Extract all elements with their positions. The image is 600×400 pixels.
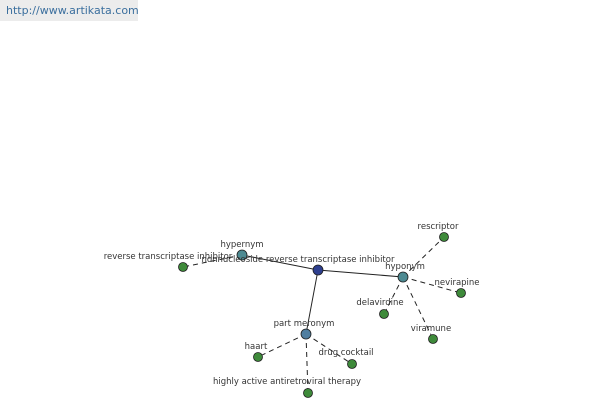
edge-hyponym-nevirapine xyxy=(402,276,462,294)
node-hart[interactable] xyxy=(303,388,313,398)
node-hyponym[interactable] xyxy=(397,271,409,283)
node-label-hypernym[interactable]: hypernym xyxy=(220,240,263,250)
node-meronym[interactable] xyxy=(300,328,312,340)
node-label-viramune[interactable]: viramune xyxy=(411,324,451,334)
node-hypernym[interactable] xyxy=(236,249,248,261)
edge-hyponym-delavirdine xyxy=(383,276,404,315)
node-drugcocktail[interactable] xyxy=(347,359,357,369)
node-label-rescriptor[interactable]: rescriptor xyxy=(418,222,459,232)
node-center[interactable] xyxy=(312,264,324,276)
edge-meronym-drugcocktail xyxy=(305,333,353,365)
node-label-haart[interactable]: haart xyxy=(245,342,268,352)
node-label-drugcocktail[interactable]: drug cocktail xyxy=(318,348,373,358)
node-label-hyponym[interactable]: hyponym xyxy=(385,262,425,272)
edge-center-hypernym xyxy=(241,254,319,271)
edge-hypernym-rti xyxy=(182,254,243,268)
node-viramune[interactable] xyxy=(428,334,438,344)
node-rti[interactable] xyxy=(178,262,188,272)
edges-layer xyxy=(182,236,462,394)
labels-layer: nonnucleoside reverse transcriptase inhi… xyxy=(104,222,480,387)
source-url-link[interactable]: http://www.artikata.com xyxy=(0,0,139,21)
node-label-hart[interactable]: highly active antiretroviral therapy xyxy=(213,377,361,387)
nodes-layer xyxy=(178,232,466,398)
node-label-delavirdine[interactable]: delavirdine xyxy=(356,298,403,308)
node-rescriptor[interactable] xyxy=(439,232,449,242)
edge-center-hyponym xyxy=(317,269,404,278)
node-label-meronym[interactable]: part meronym xyxy=(274,319,335,329)
node-label-center[interactable]: nonnucleoside reverse transcriptase inhi… xyxy=(202,255,395,265)
node-label-nevirapine[interactable]: nevirapine xyxy=(434,278,479,288)
node-label-rti[interactable]: reverse transcriptase inhibitor xyxy=(104,252,233,262)
node-nevirapine[interactable] xyxy=(456,288,466,298)
edge-hyponym-viramune xyxy=(402,276,434,340)
node-haart[interactable] xyxy=(253,352,263,362)
edge-center-meronym xyxy=(305,269,319,335)
node-delavirdine[interactable] xyxy=(379,309,389,319)
edge-hyponym-rescriptor xyxy=(402,236,445,278)
edge-meronym-hart xyxy=(305,333,309,394)
